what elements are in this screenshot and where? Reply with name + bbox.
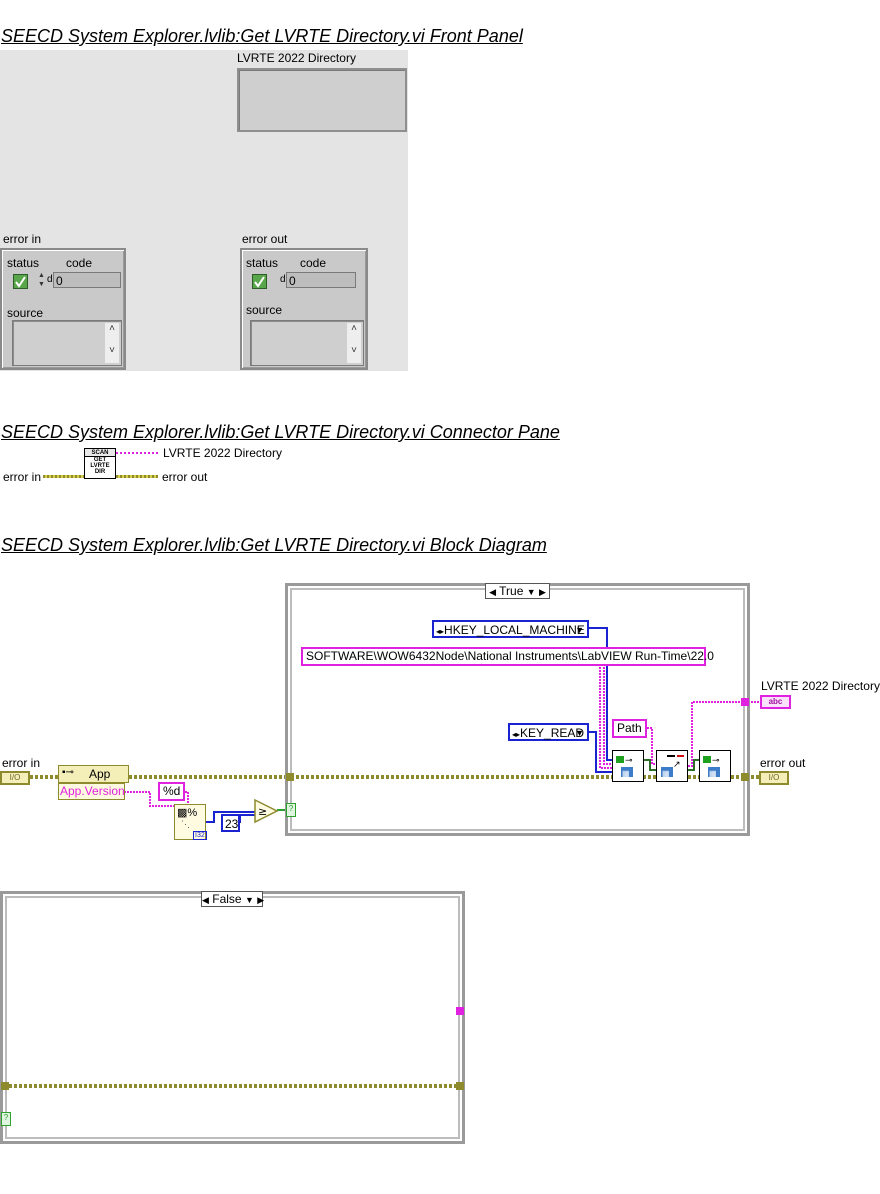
svg-text:▦: ▦ (622, 769, 630, 778)
error-tunnel-out (741, 773, 749, 781)
read-registry-value-icon: ↗ ▦ (661, 755, 684, 778)
close-registry-key-subvi[interactable]: ⊸ ▦ (699, 750, 731, 782)
connector-error-in-wire (43, 475, 84, 478)
scan-dots-icon: ⋱ (181, 819, 190, 829)
error-in-code-stepper[interactable]: ▲▼ (38, 272, 45, 288)
vi-icon-line-3: LVRTE (90, 463, 110, 469)
connector-error-in-label: error in (3, 470, 42, 484)
bd-lvrte-terminal[interactable]: abc (760, 695, 791, 709)
app-version-property[interactable]: App.Version (58, 783, 125, 800)
error-out-source-scrollbar[interactable]: ˄˅ (347, 323, 361, 363)
bd-error-out-label: error out (760, 756, 806, 770)
svg-text:▦: ▦ (662, 769, 670, 778)
key-read-ring-constant[interactable]: ◂▸KEY_READ▼ (508, 723, 589, 741)
svg-text:≥: ≥ (258, 805, 267, 818)
vi-icon-line-1: SCAN (85, 449, 115, 457)
error-in-source-label: source (7, 306, 44, 320)
svg-text:⊸: ⊸ (712, 755, 720, 765)
false-error-tunnel-out (456, 1082, 464, 1090)
lvrte-directory-indicator[interactable] (237, 68, 407, 132)
key-read-ring-value: KEY_READ (520, 726, 585, 740)
error-in-code-label: code (66, 256, 93, 270)
error-in-source-field[interactable]: ˄˅ (12, 320, 122, 366)
case-prev-arrow-icon[interactable]: ◀ (489, 587, 497, 597)
svg-text:▦: ▦ (709, 769, 717, 778)
error-in-status-checkmark-icon[interactable] (13, 274, 28, 289)
error-in-radix: d (47, 274, 53, 285)
error-out-label: error out (242, 232, 288, 246)
front-panel-heading: SEECD System Explorer.lvlib:Get LVRTE Di… (1, 26, 523, 46)
error-out-source-field[interactable]: ˄˅ (250, 320, 364, 366)
block-diagram-heading: SEECD System Explorer.lvlib:Get LVRTE Di… (1, 535, 547, 555)
value-name-path-constant[interactable]: Path (612, 719, 647, 738)
case-selector-true-label: True (499, 584, 524, 598)
error-in-label: error in (3, 232, 42, 246)
error-in-cluster[interactable]: status code ▲▼ d 0 source ˄˅ (0, 248, 126, 370)
case-false-dropdown-icon[interactable]: ▼ (244, 895, 254, 905)
error-out-status-label: status (246, 256, 279, 270)
connector-lvrte-label: LVRTE 2022 Directory (163, 446, 282, 460)
key-read-dropdown-icon[interactable]: ▼ (575, 728, 584, 738)
open-registry-key-icon: ⊸ ▦ (616, 755, 633, 778)
open-registry-key-subvi[interactable]: ⊸ ▦ (612, 750, 644, 782)
error-out-code-field[interactable]: 0 (286, 272, 356, 288)
case-selector-true[interactable]: ◀ True ▼ ▶ (485, 583, 550, 599)
bd-error-in-terminal[interactable]: I/O (0, 771, 30, 785)
connector-lvrte-wire (116, 452, 158, 454)
case-next-arrow-icon[interactable]: ▶ (538, 587, 546, 597)
lvrte-directory-label: LVRTE 2022 Directory (237, 51, 356, 65)
close-registry-key-icon: ⊸ ▦ (703, 755, 720, 778)
vi-icon-line-2: GET (93, 457, 107, 463)
bd-error-out-terminal[interactable]: I/O (759, 771, 789, 785)
key-read-ring-icon: ◂▸ (512, 730, 521, 739)
case-dropdown-icon[interactable]: ▼ (526, 587, 536, 597)
property-node-icon: ▪⊸ (62, 767, 74, 778)
i32-output-icon: I32 (193, 831, 207, 840)
case-structure-false[interactable] (0, 891, 465, 1144)
error-out-radix: d (280, 274, 286, 285)
false-error-tunnel-in (1, 1082, 9, 1090)
error-out-source-label: source (246, 303, 283, 317)
scan-percent-icon: ▩% (177, 807, 198, 819)
front-panel-background: LVRTE 2022 Directory error in status cod… (0, 50, 408, 371)
read-registry-value-subvi[interactable]: ↗ ▦ (656, 750, 688, 782)
false-case-selector-terminal: ? (1, 1112, 11, 1126)
case-selector-false[interactable]: ◀ False ▼ ▶ (201, 891, 265, 907)
vi-icon-line-4: DIR (94, 469, 106, 475)
hkey-ring-icon: ◂▸ (436, 627, 445, 636)
hkey-dropdown-icon[interactable]: ▼ (575, 625, 584, 635)
error-in-code-field[interactable]: 0 (53, 272, 121, 288)
app-class-label: App (89, 767, 111, 781)
bd-error-in-label: error in (2, 756, 41, 770)
registry-path-constant[interactable]: SOFTWARE\WOW6432Node\National Instrument… (301, 647, 714, 666)
svg-text:↗: ↗ (673, 759, 681, 769)
connector-error-out-label: error out (162, 470, 208, 484)
svg-text:⊸: ⊸ (625, 755, 633, 765)
error-in-source-scrollbar[interactable]: ˄˅ (105, 323, 119, 363)
connector-pane-heading: SEECD System Explorer.lvlib:Get LVRTE Di… (1, 422, 560, 442)
error-out-code-label: code (300, 256, 327, 270)
error-out-status-checkmark-icon (252, 274, 267, 289)
hkey-ring-constant[interactable]: ◂▸HKEY_LOCAL_MACHINE▼ (432, 620, 589, 638)
constant-23[interactable]: 23 (221, 814, 240, 832)
greater-or-equal-function-icon[interactable]: ≥ (254, 798, 279, 824)
bd-lvrte-label: LVRTE 2022 Directory (761, 679, 880, 693)
false-string-tunnel-out (456, 1007, 464, 1015)
case-false-next-arrow-icon[interactable]: ▶ (257, 895, 265, 905)
hkey-ring-value: HKEY_LOCAL_MACHINE (444, 623, 585, 637)
string-tunnel-out (741, 698, 749, 706)
case-false-prev-arrow-icon[interactable]: ◀ (202, 895, 209, 905)
error-in-status-label: status (7, 256, 40, 270)
scan-from-string-function[interactable]: ▩% ⋱ I32 (174, 804, 207, 840)
case-selector-false-label: False (212, 892, 242, 906)
connector-error-out-wire (116, 475, 158, 478)
format-string-constant[interactable]: %d (158, 782, 186, 801)
error-out-cluster[interactable]: status code d 0 source ˄˅ (240, 248, 368, 370)
case-selector-terminal: ? (286, 803, 296, 817)
vi-icon: SCAN GET LVRTE DIR (84, 448, 116, 479)
error-tunnel-in (286, 773, 294, 781)
app-property-node-header[interactable]: ▪⊸ App (58, 765, 129, 783)
